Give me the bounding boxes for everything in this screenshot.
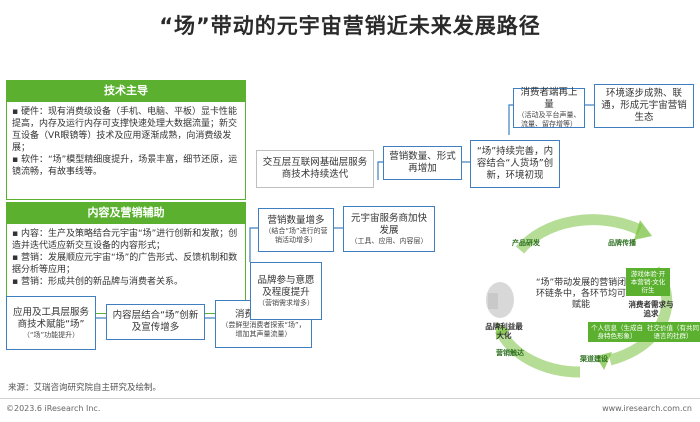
step-main-text: 交互层互联网基础层服务商技术持续迭代 [262,157,368,180]
step-tool-layer-empowerment: 应用及工具层服务商技术赋能“场” （“场”功能提升） [6,296,96,350]
step-consumer-volume-again: 消费者端再上量 （活动及平台声量、流量、留存增等） [513,87,585,128]
step-main-text: 应用及工具层服务商技术赋能“场” [12,306,89,330]
marketing-line-1: ▪ 营销：发展顺应元宇宙“场”的广告形式、反馈机制和数据分析等应用； [12,253,238,275]
step-marketing-increase: 营销数量、形式再增加 [383,146,462,180]
tech-panel: 技术主导 ▪ 硬件：现有消费级设备（手机、电脑、平板）显卡性能提高，内存及运行内… [6,80,246,200]
tag-game-experience: 游戏体验·开本营销·文化衍生 [626,268,670,296]
step-main-text: “场”持续完善，内容结合“人货场”创新，环境初现 [476,146,554,181]
step-main-text: 营销数量、形式再增加 [389,151,456,174]
tech-panel-body: ▪ 硬件：现有消费级设备（手机、电脑、平板）显卡性能提高，内存及运行内存可支撑快… [6,102,246,200]
step-main-text: 内容层结合“场”创新及宣传增多 [112,310,199,333]
step-field-improvement: “场”持续完善，内容结合“人货场”创新，环境初现 [470,140,560,188]
step-infrastructure-iteration: 交互层互联网基础层服务商技术持续迭代 [256,150,374,188]
marketing-line-2: ▪ 营销：形成共创的新品牌与消费者关系。 [12,277,183,287]
step-sub-text: （营销需求增多） [258,298,314,307]
arc-label-channel-building: 渠道建设 [580,355,608,363]
step-main-text: 营销数量增多 [267,215,325,226]
page-title: “场”带动的元宇宙营销近未来发展路径 [159,14,541,38]
tech-software-line: ▪ 软件：“场”模型精细度提升，场景丰富，细节还原，运镜流畅，有故事线等。 [12,155,238,177]
tag-personal-info: 个人信息（生成自身特色形象） [588,322,646,342]
step-sub-text: （“场”功能提升） [22,330,80,339]
arc-label-marketing-reach: 营销触达 [496,349,524,357]
step-sub-text: （尝鲜型消费者探索“场”，增加其声量流量） [221,321,306,338]
tech-panel-heading: 技术主导 [6,80,246,102]
step-main-text: 品牌参与意愿及程度提升 [257,274,315,298]
footer-copyright: ©2023.6 iResearch Inc. [6,404,101,413]
step-content-layer-innovation: 内容层结合“场”创新及宣传增多 [106,304,205,340]
step-main-text: 环境逐步成熟、联通，形成元宇宙营销生态 [601,88,687,123]
content-line: ▪ 内容：生产及策略结合元宇宙“场”进行创新和发散；创造并迭代适应新交互设备的内… [12,229,238,251]
step-main-text: 元宇宙服务商加快发展 [350,212,427,236]
step-brand-participation: 品牌参与意愿及程度提升 （营销需求增多） [250,262,322,320]
tech-hardware-line: ▪ 硬件：现有消费级设备（手机、电脑、平板）显卡性能提高，内存及运行内存可支撑快… [12,107,238,153]
step-sub-text: （工具、应用、内容层） [350,236,428,245]
footer-website: www.iresearch.com.cn [602,404,692,413]
arc-label-brand-communication: 品牌传播 [608,239,636,247]
arc-label-product-rd: 产品研发 [512,239,540,247]
consumer-demand-label: 消费者需求与追求 [628,300,674,318]
step-main-text: 消费者端再上量 [520,87,578,110]
source-note: 来源：艾瑞咨询研究院自主研究及绘制。 [8,383,162,393]
step-ecosystem-mature: 环境逐步成熟、联通，形成元宇宙营销生态 [594,84,694,128]
brand-benefit-label: 品牌利益最大化 [485,322,523,340]
step-sub-text: （结合“场”进行的营销活动增多） [264,227,328,244]
step-metaverse-providers: 元宇宙服务商加快发展 （工具、应用、内容层） [343,206,435,252]
step-marketing-volume: 营销数量增多 （结合“场”进行的营销活动增多） [258,208,334,252]
tag-social-value: 社交价值（有共同语言的社群） [644,322,700,342]
step-sub-text: （活动及平台声量、流量、留存增等） [517,111,581,128]
content-panel-heading: 内容及营销辅助 [6,202,246,224]
footer-divider [0,398,700,399]
cycle-center-text: “场”带动发展的营销闭环链条中，各环节均可赋能 [535,278,627,310]
